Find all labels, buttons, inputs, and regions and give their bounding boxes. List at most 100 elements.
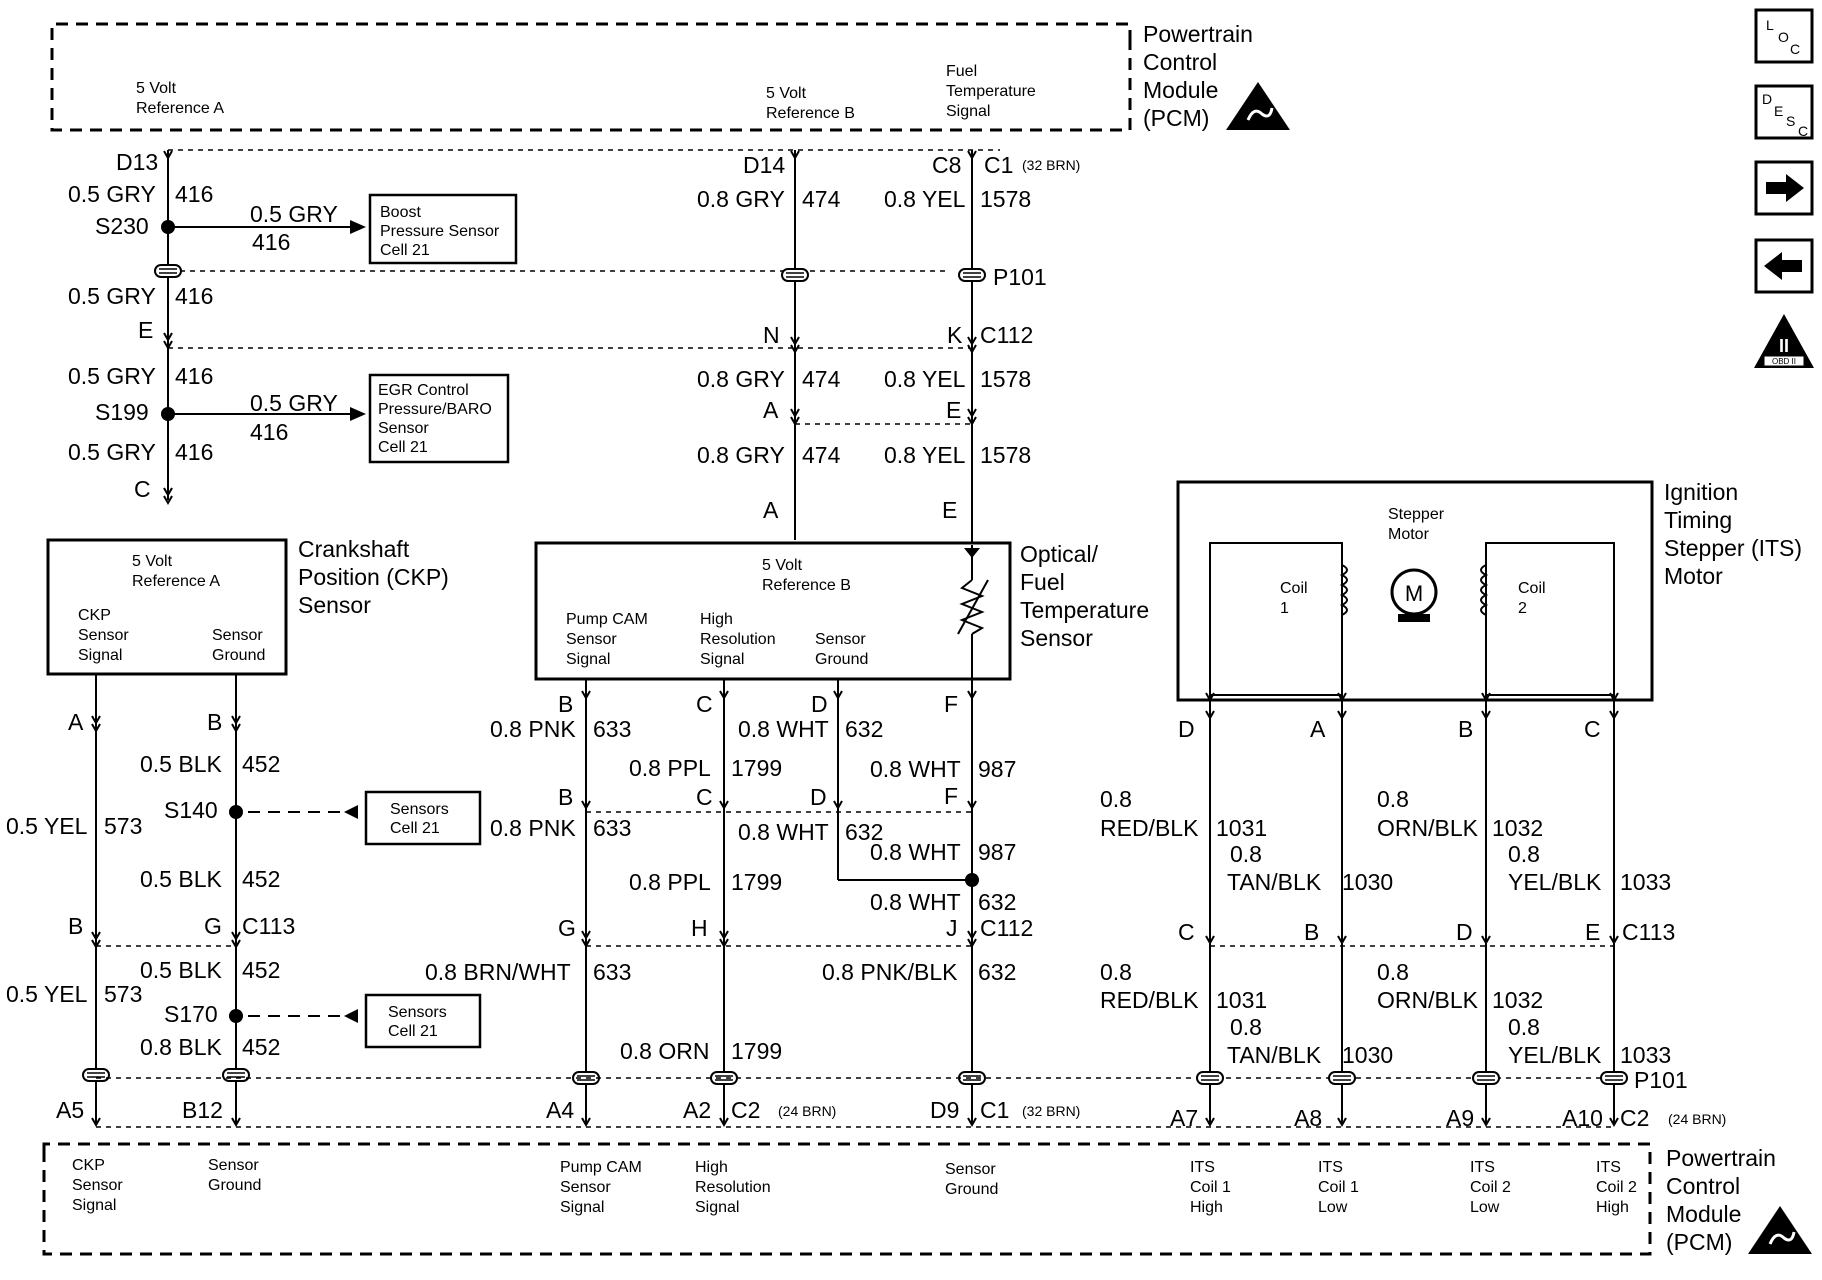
svg-text:C1: C1 xyxy=(984,152,1013,178)
svg-text:0.8 YEL: 0.8 YEL xyxy=(884,442,966,468)
svg-text:0.8 YEL: 0.8 YEL xyxy=(884,366,966,392)
svg-text:C113: C113 xyxy=(1622,919,1675,945)
svg-text:416: 416 xyxy=(250,419,288,445)
svg-text:K: K xyxy=(947,322,963,348)
svg-text:TAN/BLK: TAN/BLK xyxy=(1227,1042,1322,1068)
svg-text:1030: 1030 xyxy=(1342,1042,1393,1068)
svg-text:0.5 BLK: 0.5 BLK xyxy=(140,866,222,892)
svg-text:416: 416 xyxy=(175,363,213,389)
obd-ii-button[interactable]: II OBD II xyxy=(1754,314,1814,368)
svg-text:0.5 GRY: 0.5 GRY xyxy=(68,363,156,389)
svg-text:1033: 1033 xyxy=(1620,869,1671,895)
svg-text:G: G xyxy=(204,913,222,939)
svg-text:0.8 WHT: 0.8 WHT xyxy=(738,716,829,742)
svg-text:A: A xyxy=(763,497,779,523)
svg-text:0.5 GRY: 0.5 GRY xyxy=(68,283,156,309)
circuit-632: D 0.8 WHT 632 D 0.8 WHT 632 xyxy=(738,679,972,881)
svg-text:0.8 WHT: 0.8 WHT xyxy=(870,756,961,782)
svg-text:TAN/BLK: TAN/BLK xyxy=(1227,869,1322,895)
svg-text:II: II xyxy=(1779,336,1789,356)
location-button[interactable]: L O C xyxy=(1754,8,1814,64)
svg-text:474: 474 xyxy=(802,366,841,392)
circuit-1799: C 0.8 PPL 1799 C 0.8 PPL 1799 H 0.8 ORN … xyxy=(620,679,836,1126)
svg-text:1030: 1030 xyxy=(1342,869,1393,895)
svg-text:0.8: 0.8 xyxy=(1100,786,1132,812)
svg-text:1578: 1578 xyxy=(980,186,1031,212)
svg-text:D: D xyxy=(811,691,828,717)
svg-text:0.8: 0.8 xyxy=(1508,1014,1540,1040)
svg-text:D: D xyxy=(810,784,827,810)
svg-text:0.5 GRY: 0.5 GRY xyxy=(250,390,338,416)
svg-text:C2: C2 xyxy=(1620,1105,1649,1131)
svg-text:A: A xyxy=(68,709,84,735)
circuit-474: D14 0.8 GRY 474 N 0.8 GRY 474 A 0.8 GRY … xyxy=(697,150,841,540)
svg-text:0.8 GRY: 0.8 GRY xyxy=(697,442,785,468)
svg-text:1032: 1032 xyxy=(1492,815,1543,841)
svg-text:632: 632 xyxy=(845,819,883,845)
svg-text:1578: 1578 xyxy=(980,366,1031,392)
svg-text:633: 633 xyxy=(593,815,631,841)
svg-text:0.5 GRY: 0.5 GRY xyxy=(250,201,338,227)
svg-text:C113: C113 xyxy=(242,913,295,939)
svg-text:0.8: 0.8 xyxy=(1377,959,1409,985)
svg-text:S140: S140 xyxy=(164,797,218,823)
back-button[interactable] xyxy=(1754,238,1814,294)
svg-text:0.5 BLK: 0.5 BLK xyxy=(140,957,222,983)
svg-text:A: A xyxy=(763,397,779,423)
svg-text:0.8: 0.8 xyxy=(1100,959,1132,985)
svg-text:0.8 YEL: 0.8 YEL xyxy=(884,186,966,212)
svg-text:416: 416 xyxy=(175,181,213,207)
svg-text:ORN/BLK: ORN/BLK xyxy=(1377,815,1479,841)
svg-text:0.8: 0.8 xyxy=(1508,841,1540,867)
forward-button[interactable] xyxy=(1754,160,1814,216)
svg-text:0.8: 0.8 xyxy=(1230,841,1262,867)
svg-text:474: 474 xyxy=(802,186,841,212)
svg-text:B: B xyxy=(68,913,83,939)
svg-text:452: 452 xyxy=(242,1034,280,1060)
circuit-416: D13 0.5 GRY 416 S230 0.5 GRY 416 0.5 GRY… xyxy=(68,149,366,504)
svg-text:A10: A10 xyxy=(1562,1105,1603,1131)
svg-text:C: C xyxy=(1584,716,1601,742)
circuit-573: A 0.5 YEL 573 B 0.5 YEL 573 A5 xyxy=(6,674,142,1126)
svg-text:S170: S170 xyxy=(164,1001,218,1027)
svg-text:0.5 GRY: 0.5 GRY xyxy=(68,439,156,465)
svg-text:ORN/BLK: ORN/BLK xyxy=(1377,987,1479,1013)
svg-text:B: B xyxy=(1304,919,1319,945)
svg-text:E: E xyxy=(138,317,153,343)
svg-text:B: B xyxy=(558,784,573,810)
svg-text:1033: 1033 xyxy=(1620,1042,1671,1068)
svg-text:A2: A2 xyxy=(683,1097,711,1123)
svg-text:(32 BRN): (32 BRN) xyxy=(1022,157,1080,173)
svg-text:0.8 GRY: 0.8 GRY xyxy=(697,186,785,212)
svg-text:C: C xyxy=(134,476,151,502)
svg-text:C: C xyxy=(696,784,713,810)
svg-text:D: D xyxy=(1178,716,1195,742)
svg-text:632: 632 xyxy=(978,889,1016,915)
svg-text:C: C xyxy=(1798,123,1808,139)
svg-text:1031: 1031 xyxy=(1216,987,1267,1013)
svg-text:S230: S230 xyxy=(95,213,149,239)
svg-text:S199: S199 xyxy=(95,399,149,425)
circuit-1033: C 0.8 YEL/BLK 1033 E C113 0.8 YEL/BLK 10… xyxy=(1508,692,1726,1131)
circuit-633: B 0.8 PNK 633 B 0.8 PNK 633 G 0.8 BRN/WH… xyxy=(425,679,631,1126)
svg-text:F: F xyxy=(944,691,958,717)
svg-text:B: B xyxy=(1458,716,1473,742)
svg-text:D: D xyxy=(1456,919,1473,945)
svg-text:P101: P101 xyxy=(993,264,1047,290)
description-button[interactable]: D E S C xyxy=(1754,84,1814,140)
svg-text:416: 416 xyxy=(175,283,213,309)
